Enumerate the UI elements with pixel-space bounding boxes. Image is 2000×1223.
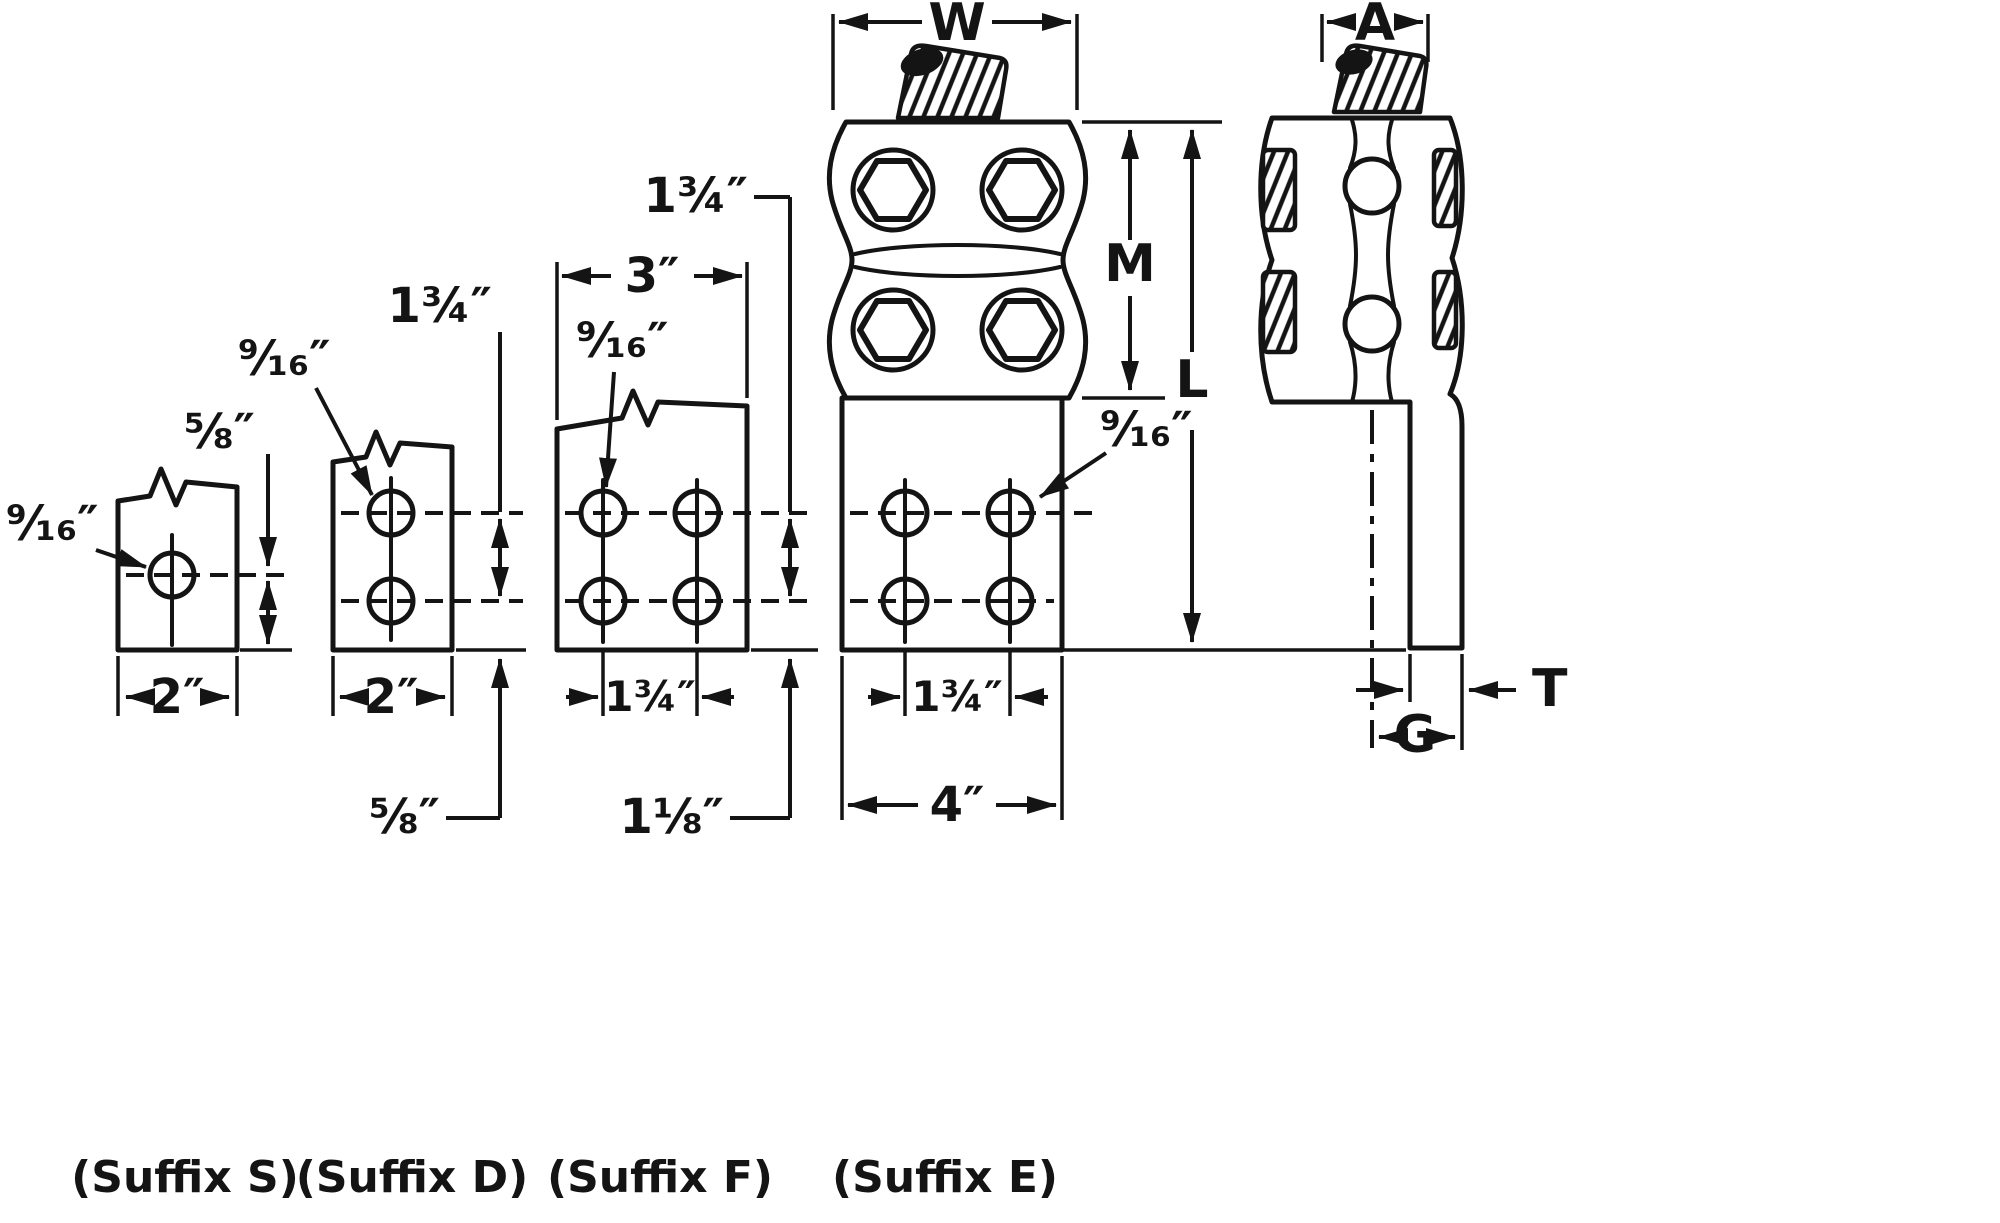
dim-label-row-spacing: 1¾″ bbox=[643, 168, 748, 224]
dim-label-hole-diameter: ⁹⁄₁₆″ bbox=[238, 331, 331, 387]
clamp-section-hatch bbox=[1431, 147, 1459, 229]
leader-arrow bbox=[314, 387, 374, 496]
bolt-shank-line bbox=[1386, 202, 1396, 308]
dim-label-clamp-width: W bbox=[928, 0, 985, 53]
suffix-s-view: ⅝″ ⁹⁄₁₆″ 2″ (Suffix S) bbox=[6, 404, 299, 1203]
dim-label-hole-diameter: ⁹⁄₁₆″ bbox=[1100, 402, 1193, 458]
conductor-end-blob bbox=[1335, 49, 1373, 75]
hex-nut bbox=[857, 158, 929, 222]
dim-label-overall-length: L bbox=[1175, 350, 1208, 410]
bolt-shank-line bbox=[1386, 118, 1396, 170]
dim-label-clamp-height: M bbox=[1104, 234, 1156, 294]
caption-suffix-f: (Suffix F) bbox=[547, 1152, 773, 1203]
hex-bolt bbox=[979, 287, 1065, 373]
bolt-shank-line bbox=[1348, 340, 1358, 404]
hex-nut bbox=[986, 158, 1058, 222]
dim-label-hole-diameter: ⁹⁄₁₆″ bbox=[576, 313, 669, 369]
suffix-d-view: 1¾″ ⁹⁄₁₆″ ⅝″ 2″ (Suffix D) bbox=[238, 278, 528, 1203]
clamp-section-hatch bbox=[1260, 269, 1298, 355]
suffix-f-view: 3″ ⁹⁄₁₆″ 1¾″ 1⅛″ 1¾″ (Suffix F) bbox=[547, 168, 818, 1203]
clamp-gap-line bbox=[853, 243, 1062, 256]
conductor-end-blob bbox=[900, 47, 944, 77]
caption-suffix-d: (Suffix D) bbox=[296, 1152, 529, 1203]
dim-label-width: 4″ bbox=[930, 777, 985, 833]
dim-label-bottom-margin: 1⅛″ bbox=[619, 789, 724, 845]
bolt-shank-line bbox=[1348, 202, 1358, 308]
hex-bolt bbox=[850, 147, 936, 233]
dim-label-width: 2″ bbox=[364, 669, 419, 725]
hex-bolt bbox=[979, 147, 1065, 233]
hex-bolt bbox=[850, 287, 936, 373]
dim-label-column-spacing: 1¾″ bbox=[911, 672, 1002, 721]
side-body-outline bbox=[1258, 115, 1465, 651]
dim-label-row-spacing: 1¾″ bbox=[387, 278, 492, 334]
dim-label-pad-thickness: T bbox=[1532, 659, 1568, 719]
dim-label-width: 2″ bbox=[150, 669, 205, 725]
dim-label-hole-to-bottom: ⅝″ bbox=[184, 404, 255, 460]
leader-arrow bbox=[599, 371, 617, 488]
hex-nut bbox=[986, 298, 1058, 362]
side-view: A T G bbox=[1258, 0, 1568, 765]
hex-nut bbox=[857, 298, 929, 362]
bolt-end-circle bbox=[1342, 294, 1402, 354]
dim-label-offset: G bbox=[1394, 705, 1437, 765]
bolt-shank-line bbox=[1348, 118, 1358, 170]
dim-label-hole-diameter: ⁹⁄₁₆″ bbox=[6, 496, 99, 552]
clamp-section-hatch bbox=[1260, 147, 1298, 233]
dim-label-width: 3″ bbox=[625, 248, 680, 304]
leader-arrow bbox=[95, 548, 147, 569]
clamp-gap-line bbox=[853, 265, 1062, 278]
suffix-e-view: W M bbox=[826, 0, 1406, 1203]
dim-label-column-spacing: 1¾″ bbox=[604, 672, 695, 721]
bolt-end-circle bbox=[1342, 156, 1402, 216]
caption-suffix-s: (Suffix S) bbox=[71, 1152, 299, 1203]
clamp-section-hatch bbox=[1431, 269, 1459, 351]
bolt-shank-line bbox=[1386, 340, 1396, 404]
caption-suffix-e: (Suffix E) bbox=[832, 1152, 1058, 1203]
leader-arrow bbox=[1038, 451, 1108, 499]
dim-label-bottom-margin: ⅝″ bbox=[369, 789, 440, 845]
